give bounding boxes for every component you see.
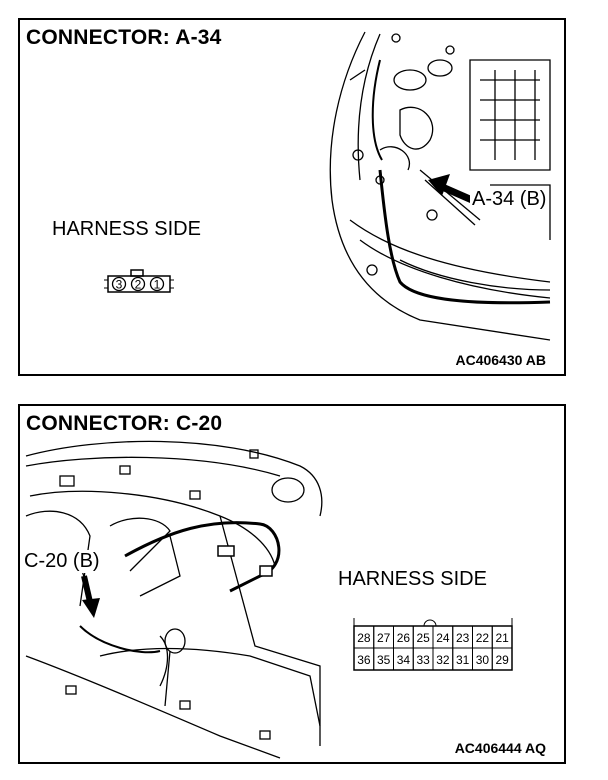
pin-number: 27 xyxy=(377,631,391,645)
pin-number: 23 xyxy=(456,631,470,645)
connector-face-c20: 28 27 26 25 24 23 22 21 36 35 34 33 32 31 30 29 xyxy=(353,618,513,671)
pin-3: 3 xyxy=(116,278,123,292)
dashboard-sketch xyxy=(25,440,323,759)
panel-title: CONNECTOR: C-20 xyxy=(26,412,223,435)
pin-number: 22 xyxy=(476,631,490,645)
pin-1: 1 xyxy=(154,278,161,292)
connector-c20-panel: CONNECTOR: C-20 HARNESS SIDE xyxy=(18,404,566,764)
pin-number: 31 xyxy=(456,653,470,667)
pin-number: 32 xyxy=(436,653,450,667)
dashboard-illustration: 28 27 26 25 24 23 22 21 36 35 34 33 32 31 30 29 xyxy=(25,440,513,759)
connector-callout: A-34 (B) xyxy=(470,188,549,211)
harness-side-label: HARNESS SIDE xyxy=(338,568,487,590)
pointer-arrow xyxy=(81,575,100,618)
pin-number: 34 xyxy=(397,653,411,667)
connector-face-a34: 3 2 1 xyxy=(104,269,174,293)
pin-number: 29 xyxy=(495,653,509,667)
pin-number: 36 xyxy=(357,653,371,667)
panel-title: CONNECTOR: A-34 xyxy=(26,26,222,49)
figure-code: AC406444 AQ xyxy=(454,740,546,756)
engine-sketch xyxy=(329,31,551,341)
pointer-arrow xyxy=(428,174,474,204)
connector-callout: C-20 (B) xyxy=(22,550,102,573)
connector-a34-panel: CONNECTOR: A-34 HARNESS SIDE 3 2 1 xyxy=(18,18,566,376)
pin-number: 33 xyxy=(416,653,430,667)
pin-number: 30 xyxy=(476,653,490,667)
pin-2: 2 xyxy=(135,278,142,292)
pin-number: 35 xyxy=(377,653,391,667)
pin-cell xyxy=(491,647,513,671)
pin-number: 21 xyxy=(495,631,509,645)
figure-code: AC406430 AB xyxy=(455,352,546,368)
pin-number: 26 xyxy=(397,631,411,645)
pin-number: 28 xyxy=(357,631,371,645)
pin-number: 24 xyxy=(436,631,450,645)
harness-side-label: HARNESS SIDE xyxy=(52,218,201,240)
engine-bay-illustration: 3 2 1 xyxy=(104,31,551,341)
pin-number: 25 xyxy=(416,631,430,645)
